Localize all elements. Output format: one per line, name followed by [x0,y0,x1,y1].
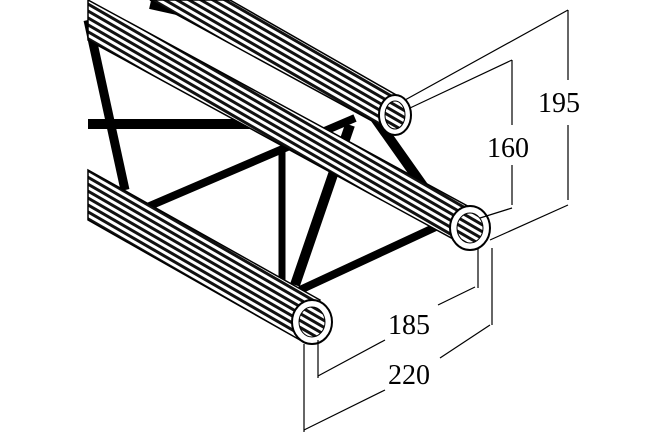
dimension-inner-width: 185 [388,310,430,341]
bottom-chord [87,168,333,345]
dimension-overall-height: 195 [538,88,580,119]
dimension-lines [303,9,569,432]
dimension-overall-width: 220 [388,360,430,391]
dimension-inner-height: 160 [487,133,529,164]
middle-chord [87,0,491,251]
top-chord [149,0,412,136]
